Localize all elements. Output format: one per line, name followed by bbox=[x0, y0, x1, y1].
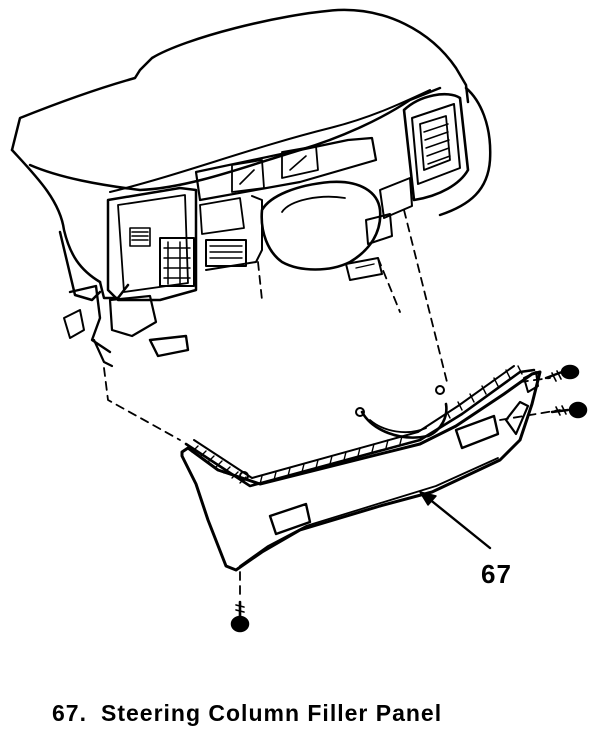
instrument-panel bbox=[10, 8, 492, 368]
caption-number: 67. bbox=[52, 700, 87, 726]
gauge-cluster bbox=[194, 136, 378, 271]
callout-number: 67 bbox=[481, 559, 512, 589]
ribbed-edge bbox=[191, 365, 523, 485]
caption-text: Steering Column Filler Panel bbox=[100, 700, 443, 726]
alignment-lines bbox=[103, 209, 561, 601]
screw-right bbox=[550, 401, 588, 419]
left-switch-panel bbox=[159, 237, 195, 287]
steering-column-shroud bbox=[260, 180, 393, 281]
screw-bottom bbox=[230, 600, 250, 633]
figure-caption: 67. Steering Column Filler Panel bbox=[52, 702, 442, 725]
left-vent-grille bbox=[129, 227, 151, 247]
right-vent-assembly bbox=[379, 92, 470, 219]
screw-upper-right bbox=[544, 364, 580, 382]
steering-column-filler-panel bbox=[180, 365, 542, 572]
lower-left-bracket bbox=[63, 284, 190, 368]
callout-leader-arrow bbox=[419, 491, 492, 550]
